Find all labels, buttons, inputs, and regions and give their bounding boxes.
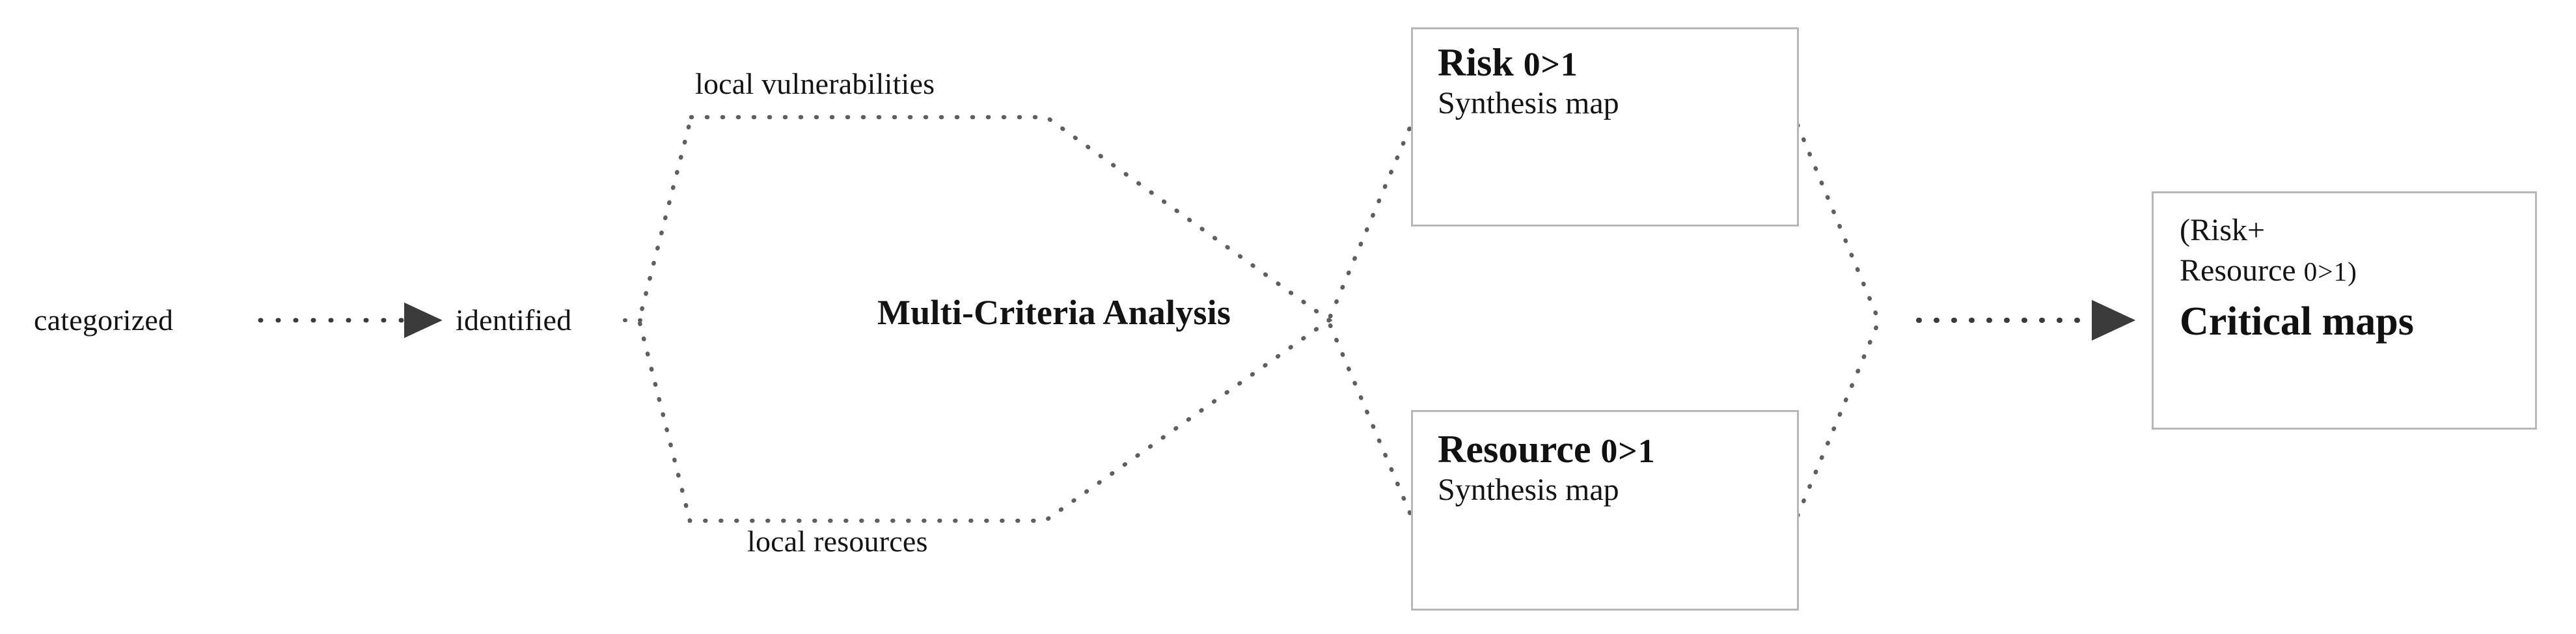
connector-hexagon-to-risk-box	[1328, 122, 1414, 319]
hexagon-center-label: Multi-Criteria Analysis	[877, 293, 1231, 332]
risk-box-subtitle: Synthesis map	[1438, 86, 1619, 121]
risk-box-title: Risk 0>1	[1438, 41, 1790, 85]
hexagon-top-label: local vulnerabilities	[695, 67, 935, 100]
hexagon-bottom-label: local resources	[747, 525, 928, 558]
resource-box-subtitle: Synthesis map	[1438, 473, 1619, 508]
stage-label-identified: identified	[456, 303, 572, 337]
resource-box-title-range: 0>1	[1600, 433, 1656, 470]
critical-maps-line-2: Resource 0>1)	[2180, 251, 2528, 291]
critical-maps-line-1: (Risk+	[2180, 213, 2266, 247]
resource-box-title-word: Resource	[1438, 428, 1591, 471]
connector-hexagon-to-resource-box	[1328, 323, 1414, 518]
stage-label-categorized: categorized	[34, 303, 174, 337]
critical-maps-line-2-range: 0>1)	[2303, 256, 2357, 287]
risk-box-title-word: Risk	[1438, 41, 1514, 84]
resource-synthesis-box[interactable]: Resource 0>1 Synthesis map	[1411, 410, 1799, 611]
critical-maps-headline: Critical maps	[2180, 299, 2414, 344]
risk-synthesis-box[interactable]: Risk 0>1 Synthesis map	[1411, 27, 1799, 227]
connector-risk-box-to-merge	[1795, 122, 1880, 319]
risk-box-title-range: 0>1	[1523, 46, 1578, 83]
critical-maps-line-2-word: Resource	[2180, 253, 2296, 288]
connector-resource-box-to-merge	[1795, 323, 1880, 518]
resource-box-title: Resource 0>1	[1438, 428, 1790, 471]
critical-maps-box[interactable]: (Risk+ Resource 0>1) Critical maps	[2152, 191, 2537, 430]
